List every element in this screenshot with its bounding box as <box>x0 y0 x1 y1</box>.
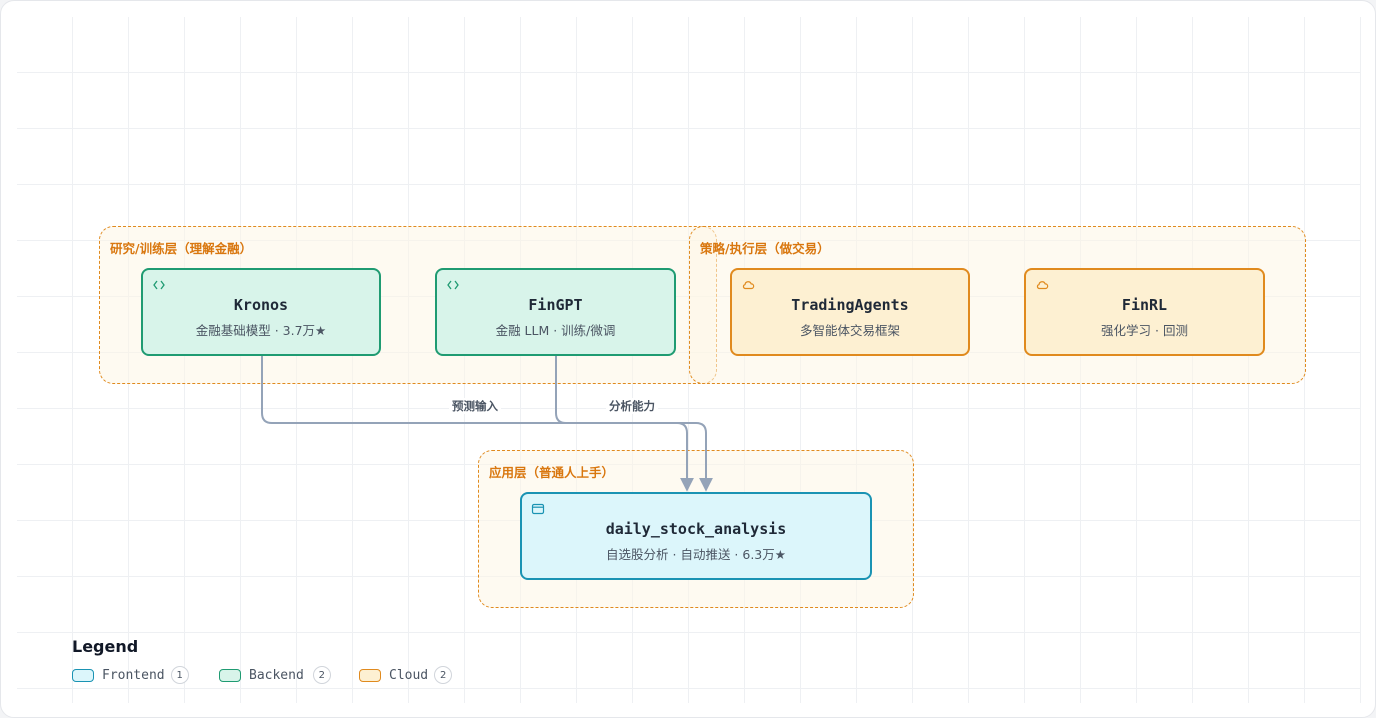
node-daily-title: daily_stock_analysis <box>605 520 787 538</box>
node-daily-stock-analysis[interactable]: daily_stock_analysis 自选股分析 · 自动推送 · 6.3万… <box>520 492 872 580</box>
cloud-icon <box>742 281 755 290</box>
edge-kronos-to-daily[interactable] <box>261 355 694 492</box>
legend-swatch-backend <box>219 668 241 682</box>
legend-count-backend: 2 <box>312 666 331 684</box>
legend-title: Legend <box>72 637 139 656</box>
legend-item-backend[interactable]: Backend 2 <box>219 665 331 685</box>
legend-swatch-frontend <box>72 668 94 682</box>
group-application-label: 应用层（普通人上手） <box>489 465 615 480</box>
node-fingpt-title: FinGPT <box>528 296 583 314</box>
legend-count-frontend: 1 <box>170 666 189 684</box>
browser-window-icon <box>531 503 545 515</box>
node-finrl-title: FinRL <box>1121 296 1168 314</box>
node-tradingagents-subtitle: 多智能体交易框架 <box>799 323 900 338</box>
legend-label-cloud: Cloud <box>389 667 429 683</box>
node-tradingagents[interactable]: TradingAgents 多智能体交易框架 <box>730 268 970 356</box>
node-daily-subtitle: 自选股分析 · 自动推送 · 6.3万★ <box>606 547 786 562</box>
edge-label-kronos-daily: 预测输入 <box>449 398 501 414</box>
legend-item-cloud[interactable]: Cloud 2 <box>359 665 453 685</box>
node-fingpt-subtitle: 金融 LLM · 训练/微调 <box>495 323 616 338</box>
node-kronos-subtitle: 金融基础模型 · 3.7万★ <box>195 323 327 338</box>
legend-count-cloud: 2 <box>434 666 453 684</box>
node-tradingagents-title: TradingAgents <box>791 296 909 314</box>
group-strategy-label: 策略/执行层（做交易） <box>700 241 830 256</box>
code-icon <box>447 280 459 290</box>
legend-swatch-cloud <box>359 668 381 682</box>
node-fingpt[interactable]: FinGPT 金融 LLM · 训练/微调 <box>435 268 676 356</box>
legend-label-frontend: Frontend <box>102 667 165 683</box>
legend-item-frontend[interactable]: Frontend 1 <box>72 665 189 685</box>
node-kronos[interactable]: Kronos 金融基础模型 · 3.7万★ <box>141 268 381 356</box>
cloud-icon <box>1036 281 1049 290</box>
edge-fingpt-to-daily[interactable] <box>555 355 713 492</box>
group-research-label: 研究/训练层（理解金融） <box>110 241 253 256</box>
node-finrl-subtitle: 强化学习 · 回测 <box>1101 323 1188 338</box>
node-kronos-title: Kronos <box>233 296 289 314</box>
edge-label-fingpt-daily: 分析能力 <box>606 398 658 414</box>
code-icon <box>153 280 165 290</box>
legend-label-backend: Backend <box>249 667 304 683</box>
node-finrl[interactable]: FinRL 强化学习 · 回测 <box>1024 268 1265 356</box>
